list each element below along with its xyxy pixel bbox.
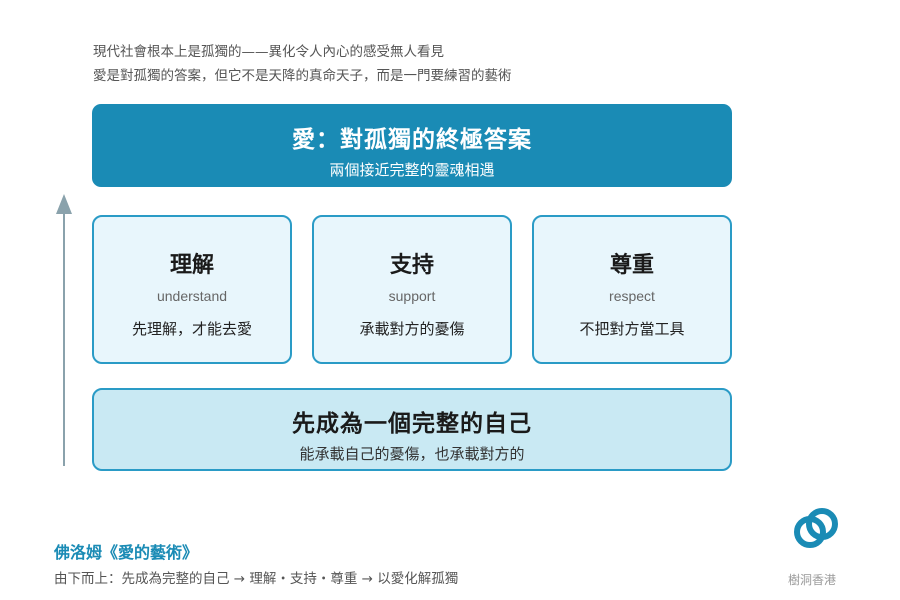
- pillar-title: 理解: [169, 253, 214, 278]
- base-title: 先成為一個完整的自己: [292, 411, 532, 437]
- pillar-title: 尊重: [609, 253, 654, 278]
- pillar-english: understand: [156, 288, 228, 304]
- pillar-respect: 尊重 respect 不把對方當工具: [532, 215, 732, 364]
- interlocking-rings-logo: [794, 508, 838, 548]
- pillar-desc: 先理解，才能去愛: [131, 320, 252, 338]
- base-subtitle: 能承載自己的憂傷，也承載對方的: [299, 445, 525, 463]
- intro-text: 現代社會根本上是孤獨的——異化令人內心的感受無人看見 愛是對孤獨的答案，但它不是…: [93, 40, 512, 88]
- top-subtitle: 兩個接近完整的靈魂相遇: [329, 161, 495, 179]
- pillar-title: 支持: [389, 253, 434, 278]
- intro-line-1: 現代社會根本上是孤獨的——異化令人內心的感受無人看見: [93, 44, 444, 60]
- source-citation: 佛洛姆《愛的藝術》: [54, 543, 199, 562]
- pillar-understand: 理解 understand 先理解，才能去愛: [92, 215, 292, 364]
- pillar-desc: 承載對方的憂傷: [359, 320, 465, 338]
- up-arrow-icon: [56, 194, 72, 466]
- base-foundation-box: 先成為一個完整的自己 能承載自己的憂傷，也承載對方的: [92, 388, 732, 471]
- pillar-desc: 不把對方當工具: [579, 320, 685, 338]
- top-title: 愛：對孤獨的終極答案: [292, 127, 532, 153]
- pillar-english: support: [388, 288, 436, 304]
- top-answer-box: 愛：對孤獨的終極答案 兩個接近完整的靈魂相遇: [92, 104, 732, 187]
- summary-text: 由下而上：先成為完整的自己 → 理解・支持・尊重 → 以愛化解孤獨: [54, 571, 459, 587]
- brand-name: 樹洞香港: [788, 573, 837, 587]
- pillar-english: respect: [609, 288, 655, 304]
- intro-line-2: 愛是對孤獨的答案，但它不是天降的真命天子，而是一門要練習的藝術: [93, 68, 512, 84]
- pillar-support: 支持 support 承載對方的憂傷: [312, 215, 512, 364]
